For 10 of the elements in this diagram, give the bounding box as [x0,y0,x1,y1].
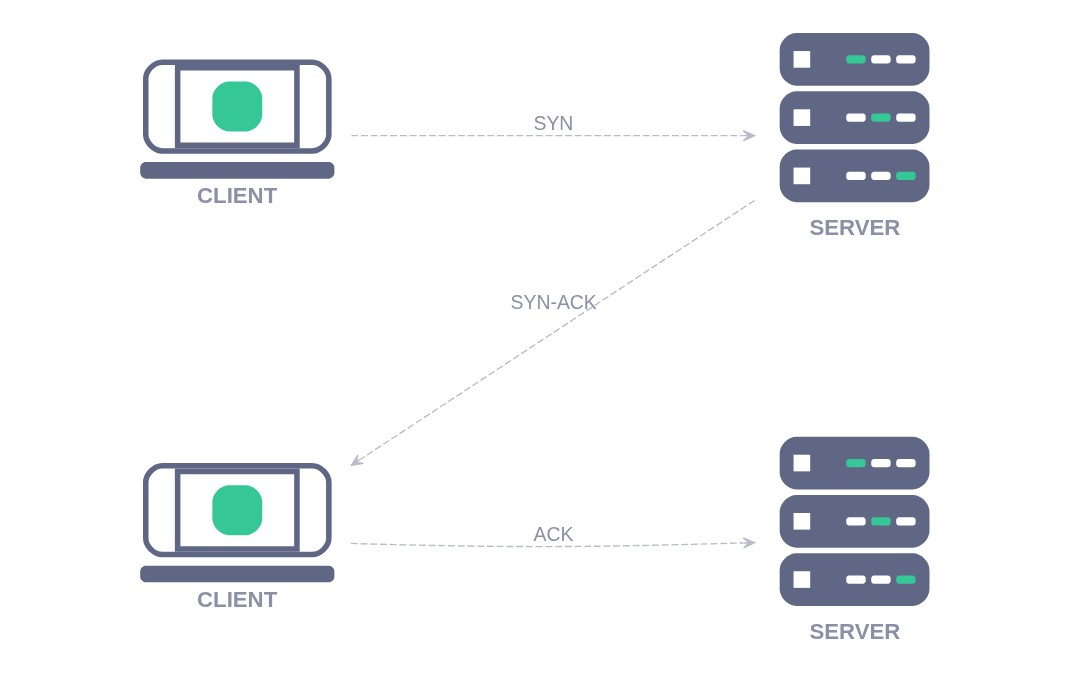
arrow [350,130,755,142]
arrow [349,537,755,549]
node-label: CLIENT [196,183,277,209]
edge-label: SYN-ACK [510,291,597,314]
edge-label: SYN [532,112,573,135]
node-label: CLIENT [196,587,277,613]
node-label: SERVER [808,215,900,241]
arrow [350,199,755,466]
edge-label: ACK [532,522,573,545]
node-label: SERVER [808,618,900,644]
